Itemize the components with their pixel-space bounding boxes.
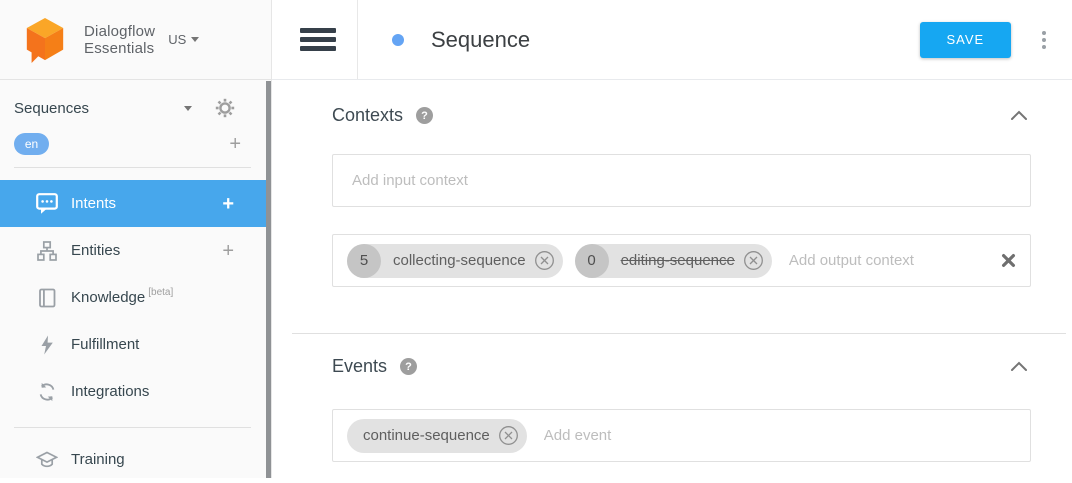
sidebar-item-label: Integrations [71, 383, 150, 400]
events-box: continue-sequence [332, 409, 1031, 462]
sidebar-nav: Intents + Entities + [0, 180, 271, 483]
intent-form: Contexts ? 5 collecting-sequence [272, 80, 1072, 478]
book-icon [36, 288, 58, 308]
add-output-context-input[interactable] [783, 252, 993, 269]
add-language-button[interactable]: + [229, 133, 241, 155]
save-button[interactable]: SAVE [919, 21, 1011, 58]
add-event-input[interactable] [538, 427, 1016, 444]
chevron-up-icon [1010, 361, 1027, 371]
help-icon[interactable]: ? [416, 107, 434, 124]
region-label: US [168, 32, 187, 47]
sidebar-item-integrations[interactable]: Integrations [0, 368, 271, 415]
main-panel: Sequence SAVE Contexts ? [272, 0, 1072, 478]
more-options-button[interactable] [1038, 27, 1050, 53]
kebab-icon [1041, 30, 1046, 35]
language-tab-en[interactable]: en [14, 133, 49, 155]
add-entity-button[interactable]: + [222, 239, 234, 262]
chip-label: continue-sequence [363, 427, 490, 444]
sync-icon [36, 382, 58, 402]
graduation-cap-icon [36, 451, 58, 469]
add-input-context-input[interactable] [347, 172, 1016, 189]
header-divider [357, 0, 358, 79]
contexts-heading: Contexts [332, 105, 404, 125]
remove-chip-button[interactable] [498, 425, 519, 446]
sidebar-item-knowledge[interactable]: Knowledge [beta] [0, 274, 271, 321]
brand-line2: Essentials [84, 39, 155, 57]
sidebar: Dialogflow Essentials US Sequences [0, 0, 272, 478]
agent-settings-button[interactable] [215, 98, 235, 118]
chat-bubble-icon [36, 193, 58, 214]
chip-label: collecting-sequence [393, 252, 526, 269]
agent-selector-row: Sequences [0, 90, 271, 126]
intent-status-dot [392, 33, 404, 46]
sitemap-icon [36, 240, 58, 261]
menu-button[interactable] [300, 28, 336, 51]
sidebar-item-training[interactable]: Training [0, 436, 271, 483]
collapse-events-button[interactable] [1010, 361, 1028, 372]
close-icon [1001, 253, 1015, 267]
input-context-box [332, 154, 1031, 207]
agent-name[interactable]: Sequences [14, 99, 90, 117]
output-context-chip[interactable]: 5 collecting-sequence [347, 243, 563, 278]
sidebar-item-label: Intents [71, 195, 117, 212]
close-circle-icon [498, 426, 518, 445]
remove-chip-button[interactable] [534, 250, 555, 271]
page-title: Sequence [431, 26, 531, 52]
menu-icon [300, 28, 336, 33]
sidebar-item-entities[interactable]: Entities + [0, 227, 271, 274]
dialogflow-logo-icon [26, 17, 64, 63]
sidebar-item-label: Entities [71, 242, 121, 259]
region-selector[interactable]: US [168, 32, 200, 47]
output-context-box: 5 collecting-sequence 0 editing-sequence [332, 234, 1031, 287]
sidebar-item-label: Training [71, 451, 125, 468]
lightning-icon [36, 335, 58, 355]
sidebar-item-label: Fulfillment [71, 336, 140, 353]
context-lifespan-badge: 5 [347, 243, 381, 278]
event-chip[interactable]: continue-sequence [347, 418, 527, 453]
chip-label: editing-sequence [620, 252, 735, 269]
language-row: en + [0, 126, 271, 162]
collapse-contexts-button[interactable] [1010, 110, 1028, 121]
brand-header: Dialogflow Essentials US [0, 0, 271, 80]
sidebar-item-label: Knowledge [71, 289, 146, 306]
chevron-down-icon [191, 37, 200, 42]
brand-name: Dialogflow Essentials [84, 23, 155, 57]
close-circle-icon [743, 251, 763, 270]
brand-line1: Dialogflow [84, 22, 156, 40]
chevron-up-icon [1010, 110, 1027, 120]
beta-badge: [beta] [148, 287, 174, 298]
events-heading: Events [332, 356, 388, 376]
add-intent-button[interactable]: + [222, 192, 234, 215]
agent-chevron-down-icon[interactable] [184, 105, 192, 111]
sidebar-divider [14, 427, 251, 428]
intent-header: Sequence SAVE [272, 0, 1072, 80]
remove-chip-button[interactable] [743, 250, 764, 271]
contexts-section-header: Contexts ? [332, 105, 1031, 126]
clear-output-contexts-button[interactable] [1001, 253, 1016, 268]
context-lifespan-badge: 0 [574, 243, 609, 278]
output-context-chip-removed[interactable]: 0 editing-sequence [574, 243, 772, 278]
section-divider [292, 333, 1066, 334]
help-icon[interactable]: ? [400, 358, 418, 375]
sidebar-scrollbar[interactable] [266, 81, 271, 478]
close-circle-icon [534, 251, 554, 270]
sidebar-divider [14, 167, 251, 168]
gear-icon [215, 98, 235, 118]
sidebar-item-fulfillment[interactable]: Fulfillment [0, 321, 271, 368]
events-section-header: Events ? [332, 356, 1031, 377]
sidebar-item-intents[interactable]: Intents + [0, 180, 271, 227]
